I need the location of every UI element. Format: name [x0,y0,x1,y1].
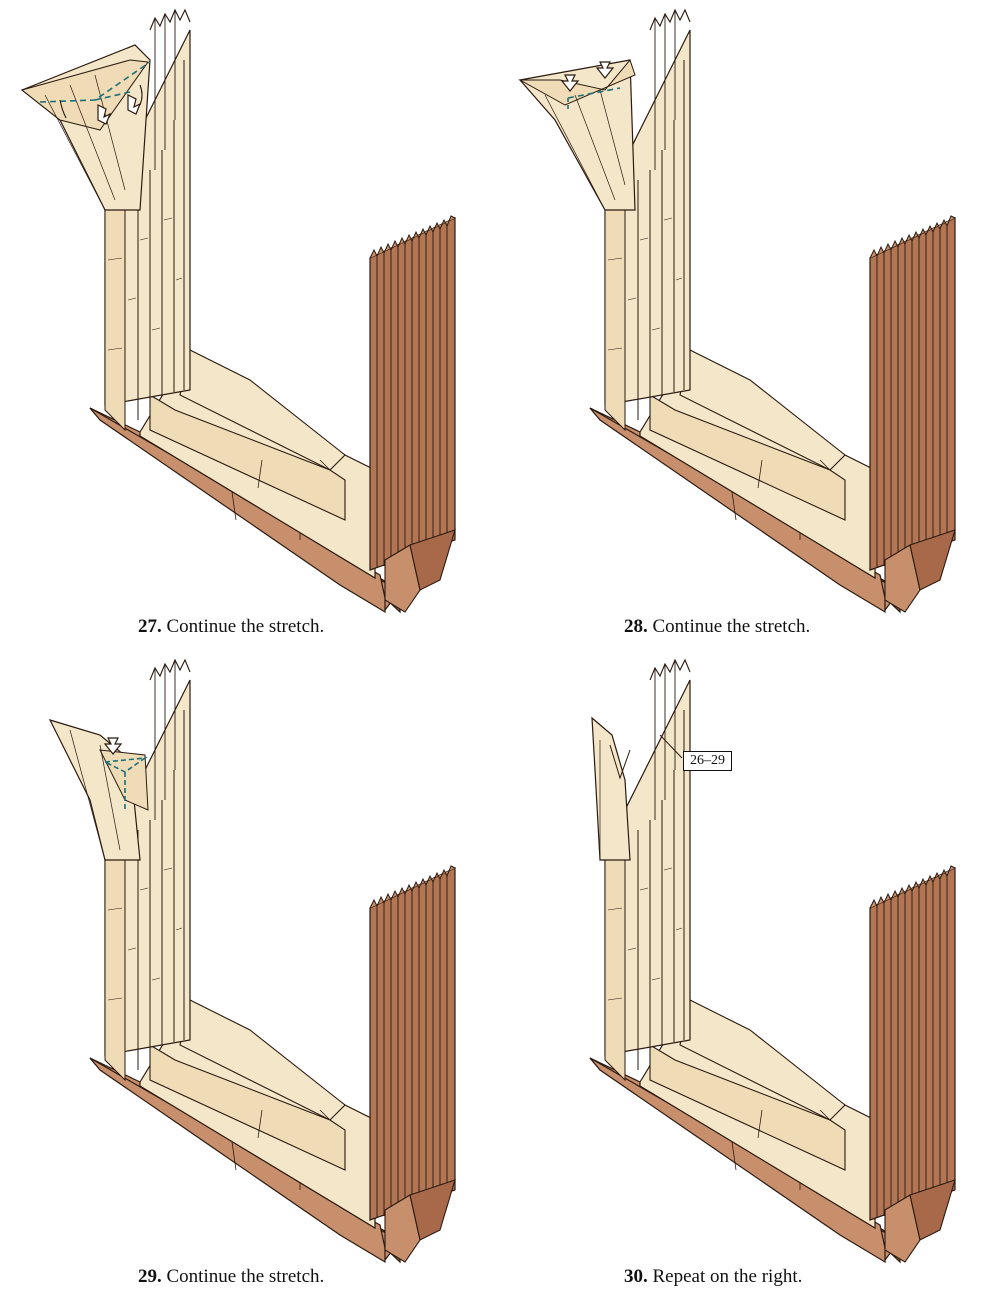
step-text: Continue the stretch. [166,1266,325,1287]
step-reference-label: 26–29 [683,751,732,771]
step-29-illustration [48,659,456,1263]
arrow-icon [59,99,67,119]
push-arrow-icon [103,737,123,755]
step-caption: 27. Continue the stretch. [138,616,324,638]
step-number: 28. [624,616,648,637]
step-text: Continue the stretch. [166,616,325,637]
push-arrow-icon [560,61,615,92]
step-29-panel: 29. Continue the stretch. [0,650,500,1300]
step-28-illustration [518,9,956,613]
valley-fold-line [567,87,621,99]
step-27-panel: 27. Continue the stretch. [0,0,500,650]
step-text: Continue the stretch. [652,616,811,637]
step-caption: 29. Continue the stretch. [138,1266,324,1288]
step-28-panel: 28. Continue the stretch. [500,0,1000,650]
step-30-illustration [589,659,956,1263]
step-27-illustration [20,9,456,613]
step-caption: 28. Continue the stretch. [624,616,810,638]
reference-leader-line [659,734,683,759]
step-caption: 30. Repeat on the right. [624,1266,802,1288]
valley-fold-line [104,756,148,773]
step-number: 29. [138,1266,162,1287]
step-number: 27. [138,616,162,637]
step-number: 30. [624,1266,648,1287]
step-text: Repeat on the right. [652,1266,803,1287]
step-30-panel: 26–29 30. Repeat on the right. [500,650,1000,1300]
